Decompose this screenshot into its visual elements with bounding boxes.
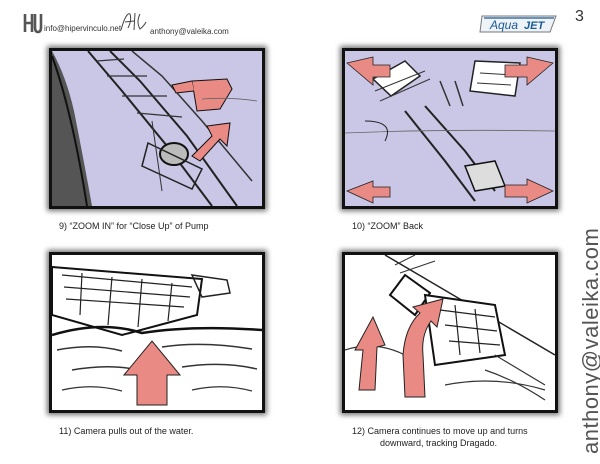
header-email-center[interactable]: anthony@valeika.com <box>150 27 229 36</box>
aqua-jet-logo: Aqua JET <box>478 12 560 36</box>
panel-12-caption-line-2: downward, tracking Dragado. <box>380 438 498 448</box>
storyboard-panel-11 <box>49 252 265 413</box>
page-number: 3 <box>575 8 584 25</box>
storyboard-panel-10 <box>342 48 558 209</box>
panel-10-caption: 10) “ZOOM” Back <box>352 221 424 231</box>
storyboard-panel-9 <box>49 48 265 209</box>
panel-12-caption-line-1: 12) Camera continues to move up and turn… <box>352 426 528 436</box>
brand-jet-text: JET <box>524 20 545 32</box>
panel-11-caption: 11) Camera pulls out of the water. <box>59 426 194 436</box>
signature-logo <box>118 10 148 34</box>
storyboard-panel-12 <box>342 252 558 413</box>
hipervinculo-logo <box>23 12 43 34</box>
panel-9-caption: 9) “ZOOM IN” for “Close Up” of Pump <box>59 221 209 231</box>
panel-12-caption: 12) Camera continues to move up and turn… <box>352 425 528 449</box>
brand-aqua-text: Aqua <box>489 18 518 32</box>
header-email-left[interactable]: info@hipervinculo.net <box>44 24 122 33</box>
sidebar-vertical-email: anthony@valeika.com <box>578 227 600 454</box>
